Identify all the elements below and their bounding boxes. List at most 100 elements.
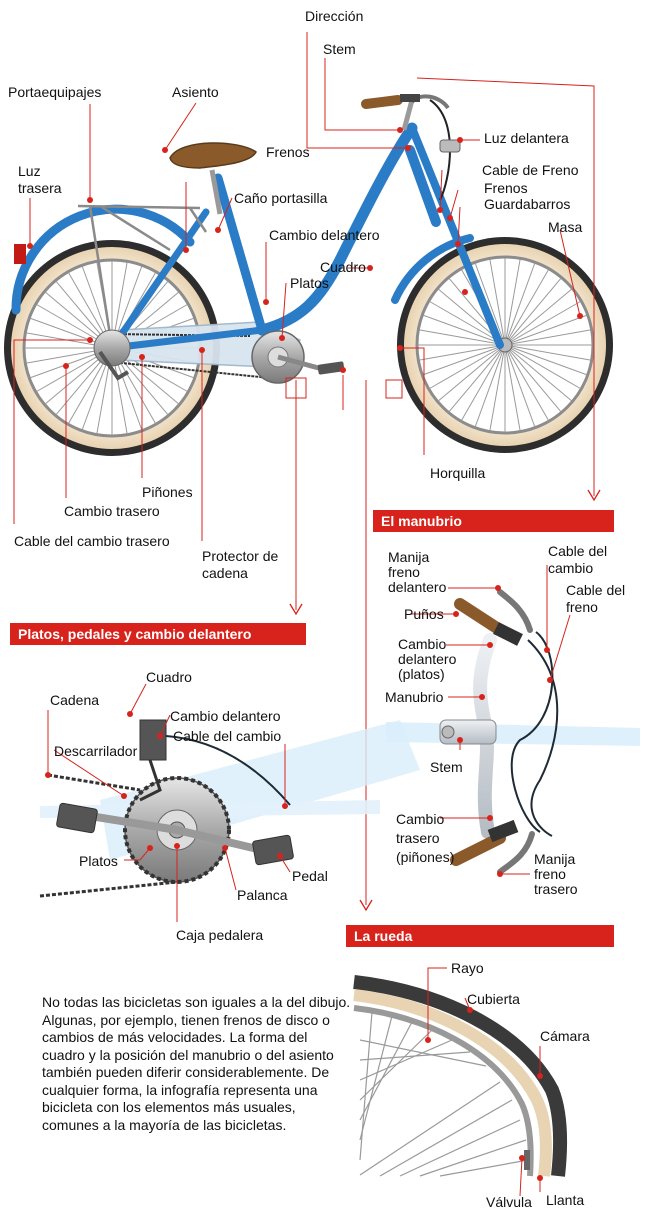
handlebar-leaders bbox=[410, 565, 571, 875]
label-luz-trasera: Luz trasera bbox=[18, 163, 62, 196]
label-cuadro: Cuadro bbox=[320, 259, 366, 275]
main-bike-leaders bbox=[13, 32, 595, 905]
spoke bbox=[504, 344, 572, 402]
spoke bbox=[419, 329, 506, 346]
label-pinones: Piñones bbox=[142, 484, 193, 500]
label-frenos-right: Frenos bbox=[484, 180, 528, 196]
label-cable-de-freno: Cable de Freno bbox=[482, 162, 579, 178]
spoke bbox=[379, 1099, 513, 1177]
label-cable-del-cambio: Cable del cambio bbox=[548, 543, 608, 576]
label-cambio-delantero-detail: Cambio delantero bbox=[170, 708, 281, 724]
spoke bbox=[504, 288, 572, 346]
rear-wheel bbox=[4, 240, 220, 456]
label-guardabarros: Guardabarros bbox=[484, 196, 571, 212]
label-stem-detail: Stem bbox=[430, 759, 463, 775]
spoke bbox=[504, 263, 536, 346]
label-horquilla: Horquilla bbox=[430, 465, 486, 481]
label-cambio-trasero: Cambio trasero bbox=[64, 503, 160, 519]
spoke bbox=[448, 344, 506, 412]
spoke bbox=[461, 344, 506, 421]
label-llanta: Llanta bbox=[546, 1192, 585, 1208]
label-cuadro-detail: Cuadro bbox=[146, 669, 192, 685]
label-rayo: Rayo bbox=[451, 960, 484, 976]
spoke bbox=[429, 344, 506, 389]
label-stem: Stem bbox=[323, 41, 356, 57]
header-la-rueda: La rueda bbox=[346, 925, 614, 947]
spoke bbox=[474, 263, 506, 346]
label-cadena: Cadena bbox=[50, 692, 100, 708]
spoke bbox=[474, 344, 506, 427]
label-descarrilador: Descarrilador bbox=[54, 743, 138, 759]
label-direccion: Dirección bbox=[305, 8, 364, 24]
spoke bbox=[504, 278, 562, 346]
spoke bbox=[504, 301, 581, 346]
label-portaequipajes: Portaequipajes bbox=[8, 84, 102, 100]
spoke bbox=[359, 1021, 413, 1121]
front-wheel bbox=[397, 237, 613, 453]
spoke bbox=[419, 344, 506, 361]
spoke bbox=[359, 1015, 393, 1141]
label-asiento: Asiento bbox=[172, 84, 219, 100]
spoke bbox=[489, 344, 506, 431]
label-punos: Puños bbox=[404, 606, 444, 622]
label-cubierta: Cubierta bbox=[467, 991, 520, 1007]
spoke bbox=[504, 344, 591, 361]
spoke bbox=[423, 344, 506, 376]
spoke bbox=[359, 1081, 501, 1176]
label-cambio-delantero-platos: Cambio delantero (platos) bbox=[398, 636, 457, 682]
label-cano-portasilla: Caño portasilla bbox=[234, 190, 328, 206]
spoke bbox=[359, 1039, 487, 1067]
spoke bbox=[359, 1011, 373, 1161]
label-platos: Platos bbox=[290, 275, 329, 291]
label-frenos-top: Frenos bbox=[266, 144, 310, 160]
label-palanca: Palanca bbox=[237, 887, 288, 903]
handlebar-illustration bbox=[386, 589, 640, 875]
wheel-dots bbox=[425, 1007, 543, 1181]
main-bike-arrows bbox=[289, 489, 601, 912]
spoke bbox=[429, 301, 506, 346]
spoke bbox=[439, 1159, 529, 1177]
spoke bbox=[504, 344, 549, 421]
label-cable-cambio-trasero: Cable del cambio trasero bbox=[14, 533, 170, 549]
spoke bbox=[423, 314, 506, 346]
wheel-detail-illustration bbox=[353, 975, 567, 1177]
spoke bbox=[504, 344, 521, 431]
spoke bbox=[504, 344, 587, 376]
label-protector-cadena: Protector de cadena bbox=[202, 548, 279, 581]
bicycle-illustration bbox=[4, 94, 613, 456]
chainring-leaders bbox=[47, 683, 291, 922]
spoke bbox=[504, 344, 536, 427]
spoke bbox=[504, 344, 562, 412]
label-caja-pedalera: Caja pedalera bbox=[176, 927, 264, 943]
spoke bbox=[359, 1039, 453, 1081]
header-el-manubrio: El manubrio bbox=[373, 510, 614, 532]
spoke bbox=[504, 344, 581, 389]
chainring-dots bbox=[45, 711, 288, 859]
handlebar-dots bbox=[453, 585, 553, 877]
spoke bbox=[504, 269, 549, 346]
spoke bbox=[489, 259, 506, 346]
spoke bbox=[359, 1051, 471, 1061]
chainring-illustration bbox=[39, 719, 420, 898]
label-cambio-delantero: Cambio delantero bbox=[269, 227, 380, 243]
spoke bbox=[504, 329, 591, 346]
label-masa: Masa bbox=[548, 219, 583, 235]
spoke bbox=[504, 259, 521, 346]
label-cable-del-freno: Cable del freno bbox=[566, 582, 626, 615]
header-platos-pedales: Platos, pedales y cambio delantero bbox=[10, 623, 306, 645]
label-manija-freno-trasero: Manija freno trasero bbox=[534, 851, 578, 897]
spoke bbox=[399, 1119, 521, 1177]
label-cambio-trasero-pinones: Cambio trasero (piñones) bbox=[396, 811, 455, 865]
note-paragraph: No todas las bicicletas son iguales a la… bbox=[42, 994, 351, 1133]
spoke bbox=[419, 1139, 527, 1177]
label-platos-detail: Platos bbox=[79, 853, 118, 869]
label-cable-del-cambio-detail: Cable del cambio bbox=[173, 728, 282, 744]
label-manija-freno-delantero: Manija freno delantero bbox=[388, 549, 447, 595]
label-valvula: Válvula bbox=[486, 1194, 532, 1210]
label-camara: Cámara bbox=[540, 1028, 590, 1044]
main-bike-dots bbox=[27, 127, 583, 373]
label-luz-delantera: Luz delantera bbox=[484, 130, 569, 146]
spoke bbox=[504, 314, 587, 346]
label-pedal: Pedal bbox=[292, 868, 328, 884]
